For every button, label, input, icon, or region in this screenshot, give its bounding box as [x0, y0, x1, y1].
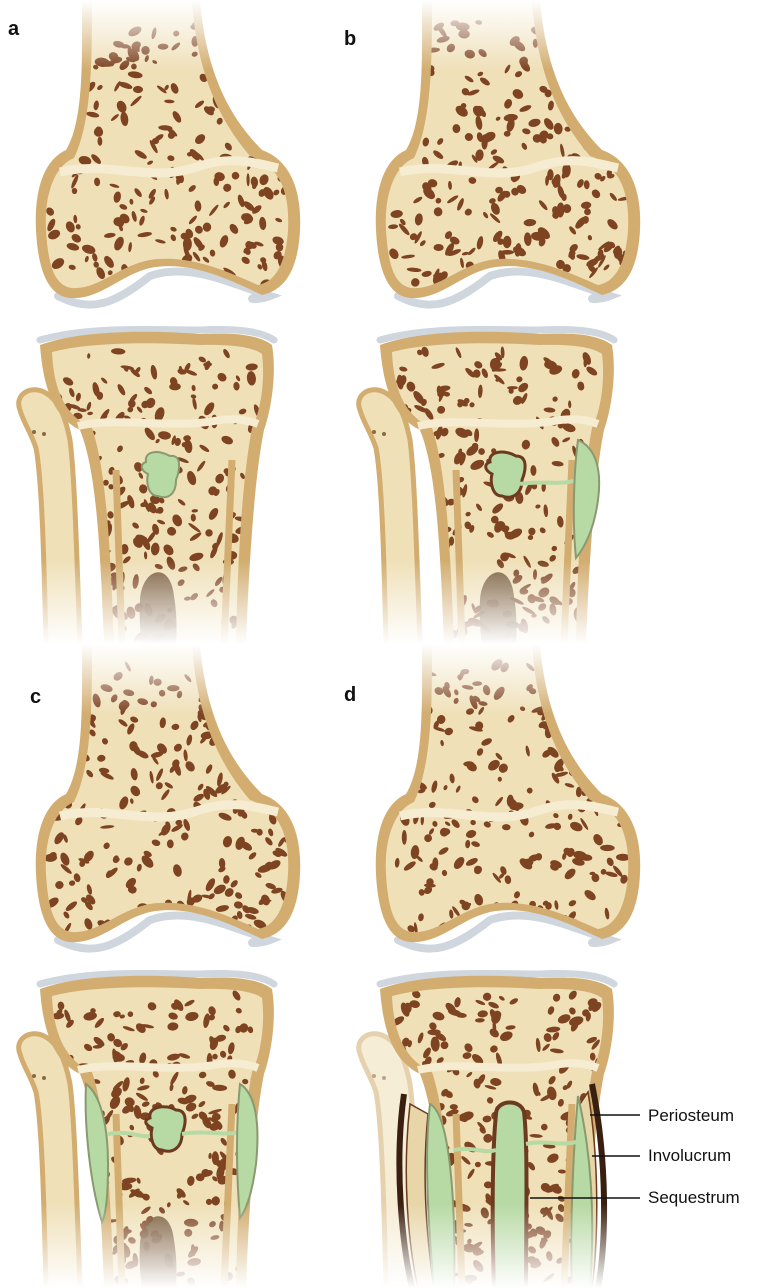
subperiosteal-abscess-right	[237, 1084, 257, 1218]
pus-tract-left	[454, 1149, 496, 1151]
panel-b: b	[340, 0, 726, 644]
fibula-foramen	[372, 1074, 376, 1078]
bottom-fade	[0, 560, 386, 644]
femur	[30, 0, 310, 305]
femur-fade	[370, 0, 650, 70]
label-sequestrum: Sequestrum	[648, 1188, 740, 1208]
femur	[370, 644, 650, 949]
label-involucrum: Involucrum	[648, 1146, 731, 1166]
fibula-foramen	[42, 1076, 46, 1080]
bone-illustration-c	[0, 644, 386, 1288]
femur-fade	[30, 0, 310, 70]
fibula-foramen	[42, 432, 46, 436]
panel-label-a: a	[8, 18, 19, 41]
bottom-fade	[340, 560, 726, 644]
panel-label-d: d	[344, 684, 356, 707]
fibula-foramen	[32, 1074, 36, 1078]
bone-illustration-b	[340, 0, 726, 644]
fibula-foramen	[382, 432, 386, 436]
femur-fade	[370, 644, 650, 714]
pus-tract-right	[182, 1132, 240, 1134]
bottom-fade	[340, 1204, 726, 1288]
bone-illustration-a	[0, 0, 386, 644]
femur-fade	[30, 644, 310, 714]
femur	[30, 644, 310, 949]
femur	[370, 0, 650, 305]
subperiosteal-abscess	[574, 440, 599, 558]
pus-tract-right	[526, 1142, 576, 1144]
panel-label-c: c	[30, 686, 41, 709]
panel-c: c	[0, 644, 386, 1288]
fibula-foramen	[382, 1076, 386, 1080]
panel-label-b: b	[344, 28, 356, 51]
fibula-foramen	[32, 430, 36, 434]
bottom-fade	[0, 1204, 386, 1288]
fibula-foramen	[372, 430, 376, 434]
label-periosteum: Periosteum	[648, 1106, 734, 1126]
panel-a: a	[0, 0, 386, 644]
